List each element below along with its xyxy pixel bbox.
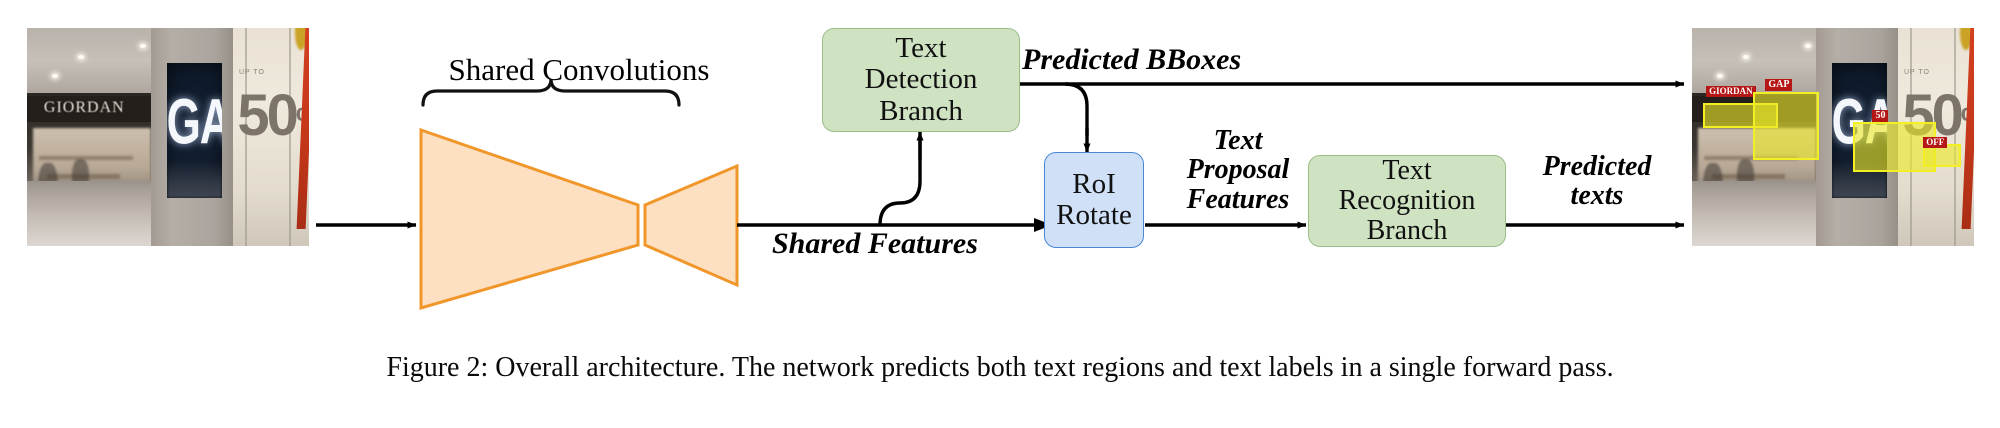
detection-box-gap <box>1752 92 1819 160</box>
output-scene-photo-with-detections: GAP UP TO 50%OFF GIORDAN GAP 50 OF <box>1692 28 1974 246</box>
text-proposal-features-line-2: Proposal <box>1186 154 1290 186</box>
window-small-print-out: UP TO <box>1903 69 1930 77</box>
promo-number: 50 <box>237 82 298 148</box>
roi-rotate-line-1: RoI <box>1072 167 1116 200</box>
input-scene-photo: GIORDAN GAP UP TO 50%OFF <box>27 28 309 246</box>
detection-label-fifty: 50 <box>1872 109 1889 122</box>
window-promo-text: 50%OFF <box>237 86 309 145</box>
text-proposal-features-label: Text Proposal Features <box>1168 125 1308 215</box>
text-detection-branch-node[interactable]: Text Detection Branch <box>822 28 1020 132</box>
decoder-trapezoid <box>643 163 739 288</box>
detection-label-giordan: GIORDAN <box>1706 85 1756 97</box>
bboxes-to-roi-arrow <box>1064 82 1089 136</box>
roi-rotate-line-2: Rotate <box>1056 199 1132 231</box>
window-small-print: UP TO <box>238 69 265 77</box>
store-sign-text: GIORDAN <box>43 99 125 117</box>
text-recognition-branch-line-2: Recognition <box>1338 184 1476 216</box>
store-sign-band <box>27 95 152 122</box>
detection-label-off: OFF <box>1923 137 1948 148</box>
text-proposal-features-line-3: Features <box>1186 183 1290 215</box>
text-detection-branch-line-3: Branch <box>879 94 963 127</box>
text-recognition-branch-node[interactable]: Text Recognition Branch <box>1308 155 1506 247</box>
shared-features-to-detection-arrow <box>878 136 922 226</box>
predicted-texts-line-2: texts <box>1570 180 1624 212</box>
shared-convolutions-label: Shared Convolutions <box>448 52 710 87</box>
figure-caption: Figure 2: Overall architecture. The netw… <box>386 352 1614 383</box>
predicted-texts-label: Predicted texts <box>1512 152 1682 211</box>
predicted-texts-line-1: Predicted <box>1542 151 1652 182</box>
gap-billboard: GAP <box>166 62 222 199</box>
shop-window: UP TO 50%OFF <box>232 28 309 246</box>
text-recognition-branch-line-3: Branch <box>1366 215 1448 247</box>
text-detection-branch-line-2: Detection <box>864 63 978 96</box>
text-recognition-branch-line-1: Text <box>1382 154 1432 186</box>
billboard-gap-text: GAP <box>166 86 222 158</box>
text-proposal-features-line-1: Text <box>1213 125 1263 156</box>
text-detection-branch-line-1: Text <box>895 32 947 65</box>
detection-label-gap: GAP <box>1765 79 1793 92</box>
predicted-bboxes-label: Predicted BBoxes <box>1022 43 1242 76</box>
shared-features-label: Shared Features <box>772 227 978 260</box>
encoder-trapezoid <box>419 127 640 310</box>
roi-rotate-node[interactable]: RoI Rotate <box>1044 152 1144 248</box>
